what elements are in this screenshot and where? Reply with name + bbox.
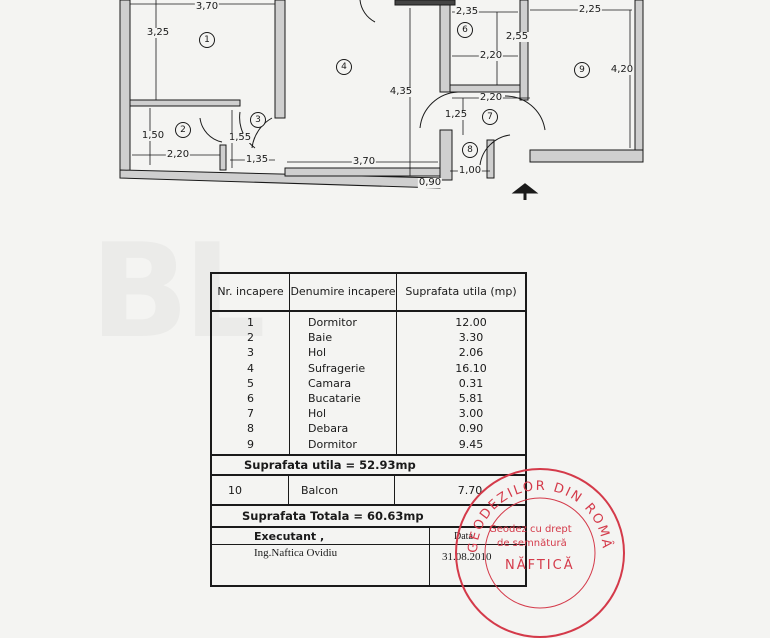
header-nr: Nr. incapere — [212, 274, 290, 310]
room-number: 6 — [457, 22, 473, 38]
table-cell-nr: 4 — [247, 361, 254, 375]
table-cell-nr: 6 — [247, 391, 254, 405]
grand-total: Suprafata Totala = 60.63mp — [212, 506, 525, 528]
wall-1-4 — [274, 0, 286, 119]
wall-left — [119, 0, 131, 179]
table-cell-area: 3.00 — [458, 407, 484, 421]
table-cell-nr: 2 — [247, 331, 254, 345]
wall-1-2 — [129, 99, 241, 107]
door-entry-arc — [479, 134, 511, 166]
header-name: Denumire incapere — [290, 274, 397, 310]
table-cell-name: Hol — [308, 407, 327, 421]
table-cell-name: Bucatarie — [308, 391, 361, 405]
dim-label: 3,25 — [145, 27, 171, 38]
dim-label: 1,25 — [443, 109, 469, 120]
table-cell-name: Sufragerie — [308, 361, 366, 375]
floor-plan — [119, 0, 644, 200]
wall-6-7 — [449, 84, 521, 93]
stamp-ring: GEODEZILOR DIN ROMÂNIA — [457, 470, 613, 609]
table-cell-nr: 7 — [247, 407, 254, 421]
door-7-arc-right — [504, 95, 546, 131]
dim-label: 1,55 — [227, 132, 253, 143]
table-cell-name: Debara — [308, 422, 349, 436]
dim-label: 2,20 — [165, 149, 191, 160]
table-cell-nr: 8 — [247, 422, 254, 436]
table-cell-area: 0.31 — [458, 376, 484, 390]
window-top — [394, 0, 456, 6]
dim-label: 0,90 — [417, 177, 443, 188]
wall-9-bottom — [529, 149, 644, 163]
table-cell-area: 0.90 — [458, 422, 484, 436]
table-cell-name: Baie — [308, 331, 333, 345]
table-cell-nr: 3 — [247, 346, 254, 360]
room-number: 8 — [462, 142, 478, 158]
executant-label: Executant , — [212, 528, 430, 544]
balcony-name: Balcon — [289, 476, 395, 504]
dim-label: 2,55 — [504, 31, 530, 42]
executant-name: Ing.Naftica Ovidiu — [212, 545, 430, 585]
balcony-nr: 10 — [212, 476, 289, 504]
dim-label: 3,70 — [194, 1, 220, 12]
dim-label: 1,35 — [244, 154, 270, 165]
door-7-arc-left — [419, 91, 459, 129]
wall-8-left — [439, 129, 453, 181]
room-number: 9 — [574, 62, 590, 78]
door-top-arc — [359, 0, 376, 23]
table-header: Nr. incapere Denumire incapere Suprafata… — [212, 274, 525, 312]
stamp-line1: Geodez cu drept — [489, 524, 572, 535]
room-number: 1 — [199, 32, 215, 48]
wall-4-bottom — [284, 167, 441, 177]
useful-area-total: Suprafata utila = 52.93mp — [212, 456, 525, 476]
table-cell-name: Camara — [308, 376, 352, 390]
entrance-arrow-icon — [511, 183, 539, 200]
header-area: Suprafata utila (mp) — [405, 285, 517, 298]
table-cell-nr: 1 — [247, 316, 254, 329]
room-number: 2 — [175, 122, 191, 138]
table-cell-name: Dormitor — [308, 437, 357, 451]
dim-label: 2,20 — [478, 92, 504, 103]
area-table: Nr. incapere Denumire incapere Suprafata… — [210, 272, 527, 587]
table-cell-nr: 9 — [247, 437, 254, 451]
wall-4-right — [439, 0, 451, 93]
dim-label: 3,70 — [351, 156, 377, 167]
table-cell-area: 5.81 — [458, 391, 484, 405]
balcony-row: 10 Balcon 7.70 — [212, 476, 525, 506]
dim-label: 2,25 — [577, 4, 603, 15]
dim-label: 1,50 — [140, 130, 166, 141]
room-number: 4 — [336, 59, 352, 75]
table-cell-nr: 5 — [247, 376, 254, 390]
table-cell-area: 2.06 — [458, 346, 484, 360]
table-cell-area: 12.00 — [455, 316, 487, 329]
wall-8-right — [486, 139, 495, 179]
table-cell-name: Hol — [308, 346, 327, 360]
dim-label: 1,00 — [457, 165, 483, 176]
dim-label: 4,35 — [388, 86, 414, 97]
room-number: 3 — [250, 112, 266, 128]
table-cell-name: Dormitor — [308, 316, 357, 329]
stamp-line2: de semnătură — [497, 538, 567, 549]
balcony-area: 7.70 — [457, 483, 483, 497]
table-cell-area: 3.30 — [458, 331, 484, 345]
table-cell-area: 16.10 — [455, 361, 487, 375]
surveyor-stamp: GEODEZILOR DIN ROMÂNIA Geodez cu drept d… — [455, 468, 625, 638]
stamp-name: NĂFTICĂ — [505, 558, 575, 573]
door-2-arc — [199, 117, 223, 143]
wall-2-3 — [219, 144, 227, 171]
wall-6-9 — [519, 0, 529, 101]
dim-label: 2,35 — [454, 6, 480, 17]
room-number: 7 — [482, 109, 498, 125]
dim-label: 4,20 — [609, 64, 635, 75]
wall-9-right — [634, 0, 644, 163]
table-cell-area: 9.45 — [458, 437, 484, 451]
dim-label: 2,20 — [478, 50, 504, 61]
door-4-arc — [251, 117, 273, 149]
